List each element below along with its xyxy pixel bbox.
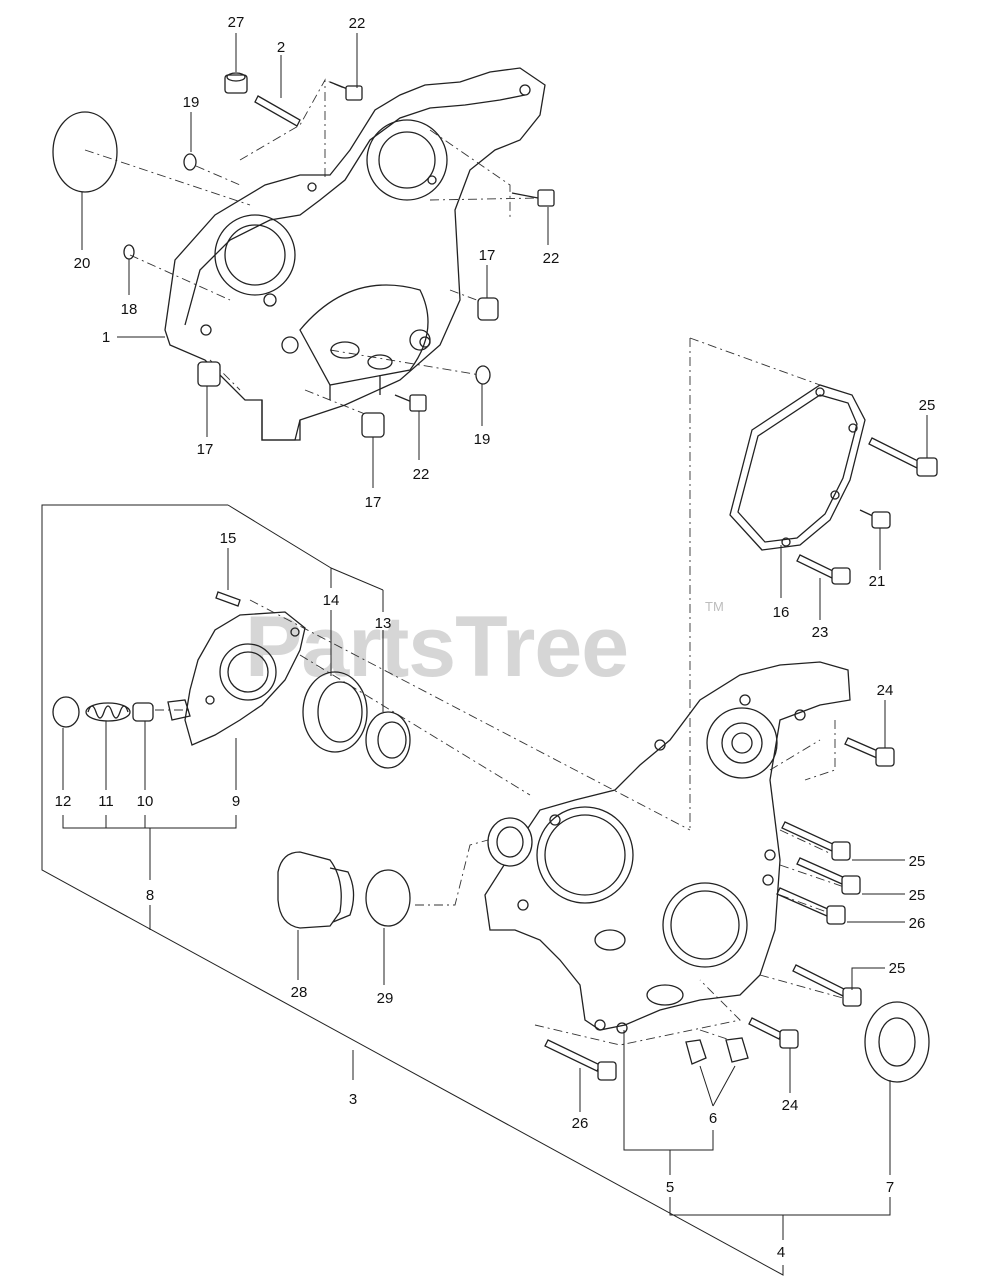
cover-plate xyxy=(729,384,938,585)
callout-26: 26 xyxy=(909,915,926,932)
callout-10: 10 xyxy=(137,793,154,810)
front-case-lower xyxy=(484,661,851,1034)
callout-7: 7 xyxy=(886,1179,894,1196)
callout-19: 19 xyxy=(474,431,491,448)
callout-25: 25 xyxy=(889,960,906,977)
callout-11: 11 xyxy=(98,793,114,810)
filler-cap-and-seal xyxy=(277,851,411,929)
callout-22: 22 xyxy=(349,15,366,32)
callout-labels: 27 2 22 19 20 18 22 17 1 17 19 22 17 25 … xyxy=(55,14,936,1261)
callout-16: 16 xyxy=(773,604,790,621)
callout-12: 12 xyxy=(55,793,72,810)
callout-24: 24 xyxy=(877,682,894,699)
callout-24: 24 xyxy=(782,1097,799,1114)
callout-14: 14 xyxy=(323,592,340,609)
watermark-trademark: TM xyxy=(705,599,724,614)
callout-6: 6 xyxy=(709,1110,717,1127)
callout-9: 9 xyxy=(232,793,240,810)
callout-19: 19 xyxy=(183,94,200,111)
callout-21: 21 xyxy=(869,573,886,590)
callout-18: 18 xyxy=(121,301,138,318)
callout-23: 23 xyxy=(812,624,829,641)
callout-22: 22 xyxy=(413,466,430,483)
upper-hardware xyxy=(52,72,555,438)
callout-29: 29 xyxy=(377,990,394,1007)
callout-25: 25 xyxy=(909,887,926,904)
callout-22: 22 xyxy=(543,250,560,267)
callout-17: 17 xyxy=(479,247,496,264)
callout-27: 27 xyxy=(228,14,245,31)
watermark-text: PartsTree xyxy=(245,599,628,695)
callout-3: 3 xyxy=(349,1091,357,1108)
callout-2: 2 xyxy=(277,39,285,56)
callout-1: 1 xyxy=(102,329,110,346)
callout-5: 5 xyxy=(666,1179,674,1196)
gear-case-upper xyxy=(164,67,546,441)
callout-15: 15 xyxy=(220,530,237,547)
callout-17: 17 xyxy=(365,494,382,511)
callout-25: 25 xyxy=(909,853,926,870)
leader-lines xyxy=(41,33,928,1276)
lower-hardware xyxy=(544,737,930,1083)
callout-4: 4 xyxy=(777,1244,785,1261)
callout-20: 20 xyxy=(74,255,91,272)
alignment-lines xyxy=(84,78,851,1046)
oil-pump-assembly xyxy=(52,591,411,769)
callout-17: 17 xyxy=(197,441,214,458)
callout-28: 28 xyxy=(291,984,308,1001)
callout-13: 13 xyxy=(375,615,392,632)
callout-26: 26 xyxy=(572,1115,589,1132)
callout-8: 8 xyxy=(146,887,154,904)
callout-25: 25 xyxy=(919,397,936,414)
